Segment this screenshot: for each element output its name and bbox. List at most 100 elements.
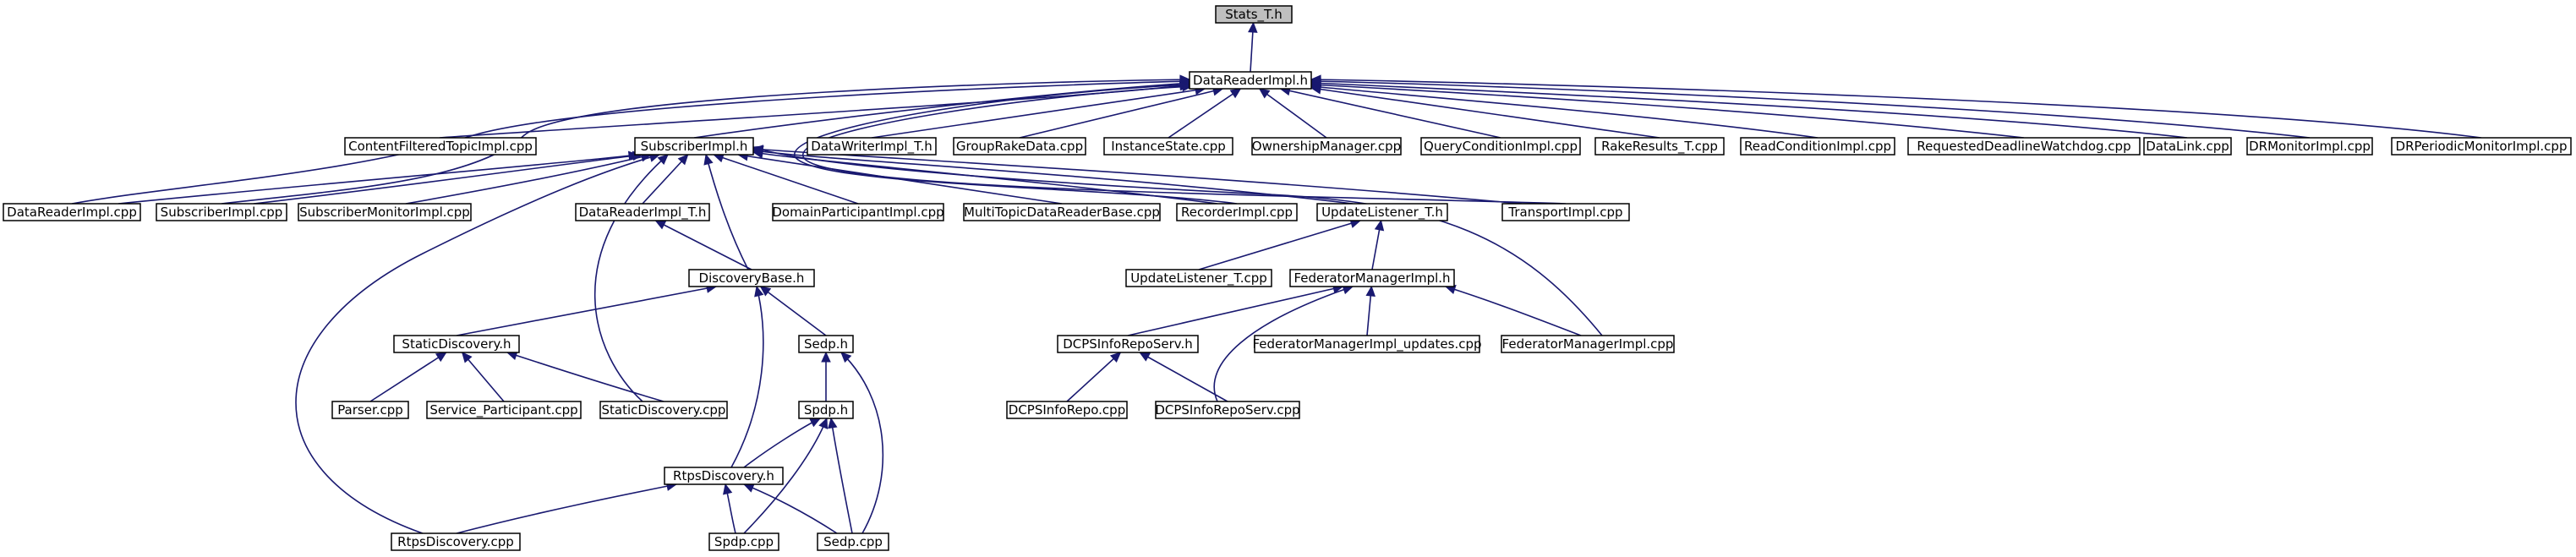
node-submon[interactable]: SubscriberMonitorImpl.cpp	[298, 203, 472, 221]
node-label: RtpsDiscovery.h	[673, 468, 774, 483]
node-box	[798, 401, 854, 419]
node-grd[interactable]: GroupRakeData.cpp	[953, 137, 1086, 156]
arrowhead-dir-to-dirsh	[1109, 352, 1122, 363]
arrowhead-dri_h-to-stats	[1248, 21, 1258, 33]
node-dri_cpp[interactable]: DataReaderImpl.cpp	[3, 203, 141, 221]
edge-sedpcpp-to-sedph	[840, 352, 884, 534]
node-rtpsh[interactable]: RtpsDiscovery.h	[664, 467, 784, 485]
node-rdw[interactable]: RequestedDeadlineWatchdog.cpp	[1907, 137, 2141, 156]
edge-grd-to-dri_h	[1019, 88, 1223, 139]
node-box	[1289, 269, 1455, 287]
node-rake[interactable]: RakeResults_T.cpp	[1594, 137, 1725, 156]
node-box	[953, 137, 1086, 156]
node-fmu[interactable]: FederatorManagerImpl_updates.cpp	[1252, 335, 1482, 353]
node-box	[1594, 137, 1725, 156]
arrowhead-sedpcpp-to-sedph	[840, 352, 852, 363]
node-box	[1176, 203, 1298, 221]
node-rci[interactable]: ReadConditionImpl.cpp	[1740, 137, 1895, 156]
node-label: Stats_T.h	[1225, 7, 1282, 23]
node-label: SubscriberMonitorImpl.cpp	[299, 205, 470, 220]
node-trans[interactable]: TransportImpl.cpp	[1501, 203, 1630, 221]
edge-subimpl_cpp-to-dri_h	[221, 79, 1190, 205]
node-dwi[interactable]: DataWriterImpl_T.h	[807, 137, 937, 156]
edge-sedph-to-disc	[760, 286, 827, 336]
edge-rtpsh-to-disc	[730, 286, 764, 468]
node-mtdr[interactable]: MultiTopicDataReaderBase.cpp	[963, 203, 1161, 221]
node-ulh[interactable]: UpdateListener_T.h	[1316, 203, 1448, 221]
node-box	[817, 532, 889, 551]
node-svc[interactable]: Service_Participant.cpp	[426, 401, 582, 419]
node-box	[772, 203, 944, 221]
arrowhead-parser-to-sdh	[435, 352, 447, 363]
node-label: DRPeriodicMonitorImpl.cpp	[2396, 139, 2568, 154]
arrowhead-spdpcpp-to-rtpsh	[723, 483, 733, 495]
node-rec[interactable]: RecorderImpl.cpp	[1176, 203, 1298, 221]
node-label: RecorderImpl.cpp	[1181, 205, 1293, 220]
node-sedph[interactable]: Sedp.h	[798, 335, 854, 353]
arrowhead-spdpcpp-to-spdph	[818, 417, 829, 429]
node-cft[interactable]: ContentFilteredTopicImpl.cpp	[344, 137, 537, 156]
node-sdh[interactable]: StaticDiscovery.h	[393, 335, 520, 353]
node-ulcpp[interactable]: UpdateListener_T.cpp	[1125, 269, 1272, 287]
node-label: DCPSInfoRepoServ.cpp	[1155, 402, 1299, 418]
node-box	[1006, 401, 1128, 419]
node-box	[1254, 335, 1480, 353]
arrowhead-fmcpp-to-subimpl_h	[752, 145, 764, 156]
node-box	[963, 203, 1161, 221]
node-parser[interactable]: Parser.cpp	[331, 401, 409, 419]
edge-dirs-to-fmh	[1213, 286, 1354, 402]
node-label: ContentFilteredTopicImpl.cpp	[348, 139, 533, 154]
node-spdpcpp[interactable]: Spdp.cpp	[708, 532, 779, 551]
node-label: StaticDiscovery.h	[402, 336, 511, 352]
node-own[interactable]: OwnershipManager.cpp	[1251, 137, 1402, 156]
node-spdph[interactable]: Spdp.h	[798, 401, 854, 419]
node-drit[interactable]: DataReaderImpl_T.h	[575, 203, 710, 221]
edge-rec-to-subimpl_h	[752, 151, 1218, 205]
node-inst[interactable]: InstanceState.cpp	[1103, 137, 1233, 156]
node-qci[interactable]: QueryConditionImpl.cpp	[1420, 137, 1581, 156]
node-box	[1501, 203, 1630, 221]
node-box	[599, 401, 728, 419]
node-box	[807, 137, 937, 156]
node-label: ReadConditionImpl.cpp	[1744, 139, 1891, 154]
node-dirs[interactable]: DCPSInfoRepoServ.cpp	[1155, 401, 1300, 419]
edge-ulcpp-to-ulh	[1198, 220, 1361, 270]
node-label: MultiTopicDataReaderBase.cpp	[964, 205, 1160, 220]
node-box	[1189, 71, 1312, 90]
node-stats[interactable]: Stats_T.h	[1215, 5, 1293, 24]
node-dpi[interactable]: DomainParticipantImpl.cpp	[772, 203, 944, 221]
node-box	[391, 532, 521, 551]
arrowhead-own-to-dri_h	[1258, 88, 1271, 99]
node-box	[1155, 401, 1300, 419]
node-rtpscpp[interactable]: RtpsDiscovery.cpp	[391, 532, 521, 551]
node-dirsh[interactable]: DCPSInfoRepoServ.h	[1057, 335, 1199, 353]
node-dri_h[interactable]: DataReaderImpl.h	[1189, 71, 1312, 90]
edge-drit-to-subimpl_h	[642, 154, 689, 205]
node-disc[interactable]: DiscoveryBase.h	[688, 269, 815, 287]
node-subimpl_h[interactable]: SubscriberImpl.h	[634, 137, 754, 156]
node-box	[1316, 203, 1448, 221]
node-fmcpp[interactable]: FederatorManagerImpl.cpp	[1501, 335, 1675, 353]
node-label: RtpsDiscovery.cpp	[397, 534, 514, 549]
edge-subimpl_h-to-dri_h	[693, 82, 1193, 139]
node-box	[798, 335, 854, 353]
edge-dlink-to-dri_h	[1310, 82, 2188, 139]
edge-qci-to-dri_h	[1280, 88, 1501, 139]
node-sdcpp[interactable]: StaticDiscovery.cpp	[599, 401, 728, 419]
edge-inst-to-dri_h	[1168, 88, 1241, 139]
node-dlink[interactable]: DataLink.cpp	[2143, 137, 2232, 156]
node-box	[1215, 5, 1293, 24]
node-sedpcpp[interactable]: Sedp.cpp	[817, 532, 889, 551]
edge-rtpsh-to-spdph	[743, 418, 821, 468]
node-label: FederatorManagerImpl.cpp	[1502, 336, 1674, 352]
node-dir[interactable]: DCPSInfoRepo.cpp	[1006, 401, 1128, 419]
node-drmon[interactable]: DRMonitorImpl.cpp	[2246, 137, 2373, 156]
node-subimpl_cpp[interactable]: SubscriberImpl.cpp	[156, 203, 287, 221]
node-fmh[interactable]: FederatorManagerImpl.h	[1289, 269, 1455, 287]
node-box	[1103, 137, 1233, 156]
arrowhead-disc-to-subimpl_h	[703, 153, 714, 166]
node-drper[interactable]: DRPeriodicMonitorImpl.cpp	[2391, 137, 2572, 156]
edge-fmcpp-to-subimpl_h	[752, 146, 1603, 336]
arrowhead-inst-to-dri_h	[1229, 88, 1242, 99]
